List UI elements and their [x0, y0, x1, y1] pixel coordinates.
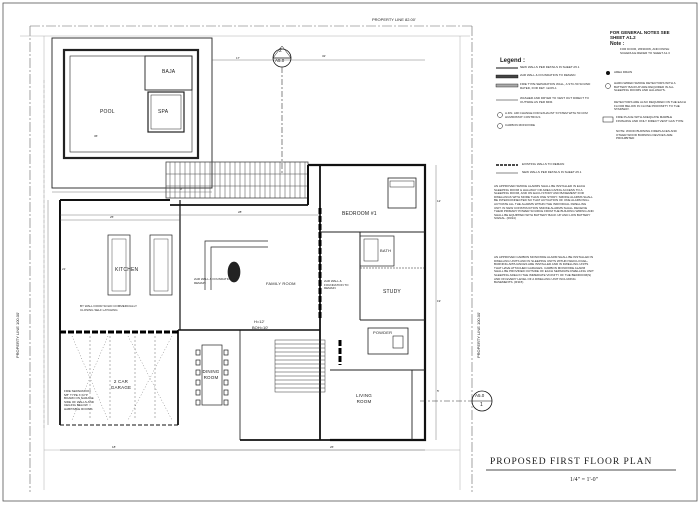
room-label-pool: POOL [100, 109, 115, 115]
legend-item-6: CARBON MONOXIDE [505, 123, 536, 127]
property-lines [29, 25, 473, 492]
section-top-number: 2 [279, 48, 282, 54]
legend-item-1: NEW WALLS PER DETAILS IN SHEET A5.1 [520, 65, 580, 69]
legend-title: Legend : [500, 58, 525, 64]
room-label-study: STUDY [383, 289, 401, 295]
dim-9: 9' [180, 187, 183, 191]
pool-wall-inner [69, 55, 193, 153]
pool-area [51, 37, 213, 189]
legend-item-3: FIRE TYPE SEPARATION WALL, A STC-50 SOUN… [520, 82, 591, 90]
code-note-smoke: AN APPROVED SMOKE ALARMS SHALL BE INSTAL… [494, 184, 594, 221]
plan-note-garage: FIRE SEPARATION 5/8" TYPE X GYP BOARD ON… [64, 389, 94, 411]
legend-right-4: FIRE PLACE WITH ADEQUATE MARBLE FINISHIN… [616, 115, 684, 123]
room-label-powder: POWDER [373, 330, 393, 335]
legend-symbols [495, 67, 614, 174]
stair [274, 339, 326, 393]
spa-inner [150, 94, 182, 130]
general-notes-heading: FOR GENERAL NOTES SEE SHEET A1.2 [610, 30, 670, 40]
legend-right-2: HARD-WIRED SMOKE DETECTORS WITH A BATTER… [614, 81, 676, 93]
bed [387, 177, 417, 209]
rug-ellipse [227, 261, 241, 283]
legend-new-walls: NEW WALLS PER DETAILS IN SHEET A5.1 [522, 170, 582, 174]
code-note-co: AN APPROVED CARBON MONOXIDE ALARM SHALL … [494, 255, 594, 285]
dim-26: 26' [330, 445, 334, 449]
drawing-scale: 1/4" = 1'-0" [570, 477, 599, 483]
yard-outline [51, 37, 213, 189]
legend-item-5: A 4IN. AIR CHANGE FOR EXHAUST SYSTEM WIT… [505, 111, 588, 119]
dim-28: 28' [238, 210, 242, 214]
dim-19: 19' [437, 299, 441, 303]
section-right-sheet: A5.0 [475, 393, 485, 398]
section-right-number: 1 [480, 402, 483, 408]
property-line-left-label: PROPERTY LINE 100.00' [15, 312, 20, 358]
setback-lines [20, 35, 470, 490]
legend-existing-walls: EXISTING WALLS TO REMAIN [522, 162, 565, 166]
property-line-top-label: PROPERTY LINE 82.00' [372, 17, 416, 22]
plan-note-wall-right: 2HR WALL & FOUNDATION TO REMAIN [324, 279, 349, 291]
dim-5: 5' [437, 389, 440, 393]
section-marker-top [272, 45, 292, 175]
dim-17: 17' [236, 56, 240, 60]
general-notes-text: FOR DOOR, WINDOW, AND FINISH SCHEDULE RE… [620, 47, 670, 55]
dim-36: 36' [94, 134, 98, 138]
room-label-baja: BAJA [162, 69, 176, 75]
dim-18: 18' [112, 445, 116, 449]
kitchen-fixtures [107, 234, 173, 296]
room-label-bath: BATH [380, 248, 392, 253]
plan-note-wall-mid: 2HR WALL & FOUNDATION TO REMAIN [194, 277, 237, 285]
legend-item-2: 2HR WALL & FOUNDATION TO REMAIN [520, 73, 576, 77]
dim-12: 12' [437, 199, 441, 203]
drawing-title: PROPOSED FIRST FLOOR PLAN [490, 457, 653, 467]
fire-separation-walls [60, 208, 342, 365]
spa-outline [147, 91, 185, 133]
legend-right-1: AREA DRAIN [614, 70, 633, 74]
plan-note-wall-door: BY WALL DOOR SOLID COMMERCIALLY CLOSING … [80, 304, 137, 312]
pool-wall-outer [62, 48, 200, 160]
patio-trellis [165, 161, 309, 199]
room-label-dining-room: DINING ROOM [202, 369, 220, 380]
dining-table [195, 344, 229, 406]
room-label-spa: SPA [158, 109, 169, 115]
property-line-right-label: PROPERTY LINE 100.00' [476, 312, 481, 358]
dimension-lines [47, 59, 437, 451]
room-label-bedroom: BEDROOM #1 [342, 211, 377, 217]
room-label-kitchen: KITCHEN [115, 267, 139, 273]
garage-door-marks [71, 335, 173, 421]
bedroom-bath-walls [320, 177, 425, 355]
section-top-sheet: A5.0 [275, 58, 285, 63]
dim-21: 21' [62, 267, 66, 271]
legend-item-4: WASHER AND DRYER TO VENT OUT DIRECT TO O… [520, 96, 589, 104]
room-label-garage: 2 CAR GARAGE [110, 379, 132, 390]
ceiling-height-tag: H=12' [254, 319, 265, 324]
living-room-walls [330, 369, 425, 440]
legend-right-3: DETECTORS ARE ALSO REQUIRED ON THE EACH … [614, 100, 686, 112]
ceiling-boh-tag: BOH=10' [252, 325, 269, 330]
room-label-family-room: FAMILY ROOM [266, 281, 296, 286]
baja-shelf [144, 55, 193, 91]
dim-32: 32' [322, 54, 326, 58]
dim-25: 25' [110, 215, 114, 219]
general-notes-label: Note : [610, 41, 625, 47]
room-label-living-room: LIVING ROOM [356, 393, 372, 404]
family-room-furniture [204, 240, 268, 290]
section-marker-right [420, 390, 493, 412]
legend-right-5: NOTE: WOOD BURNING FIREPLACES AND OTHER … [616, 129, 677, 141]
